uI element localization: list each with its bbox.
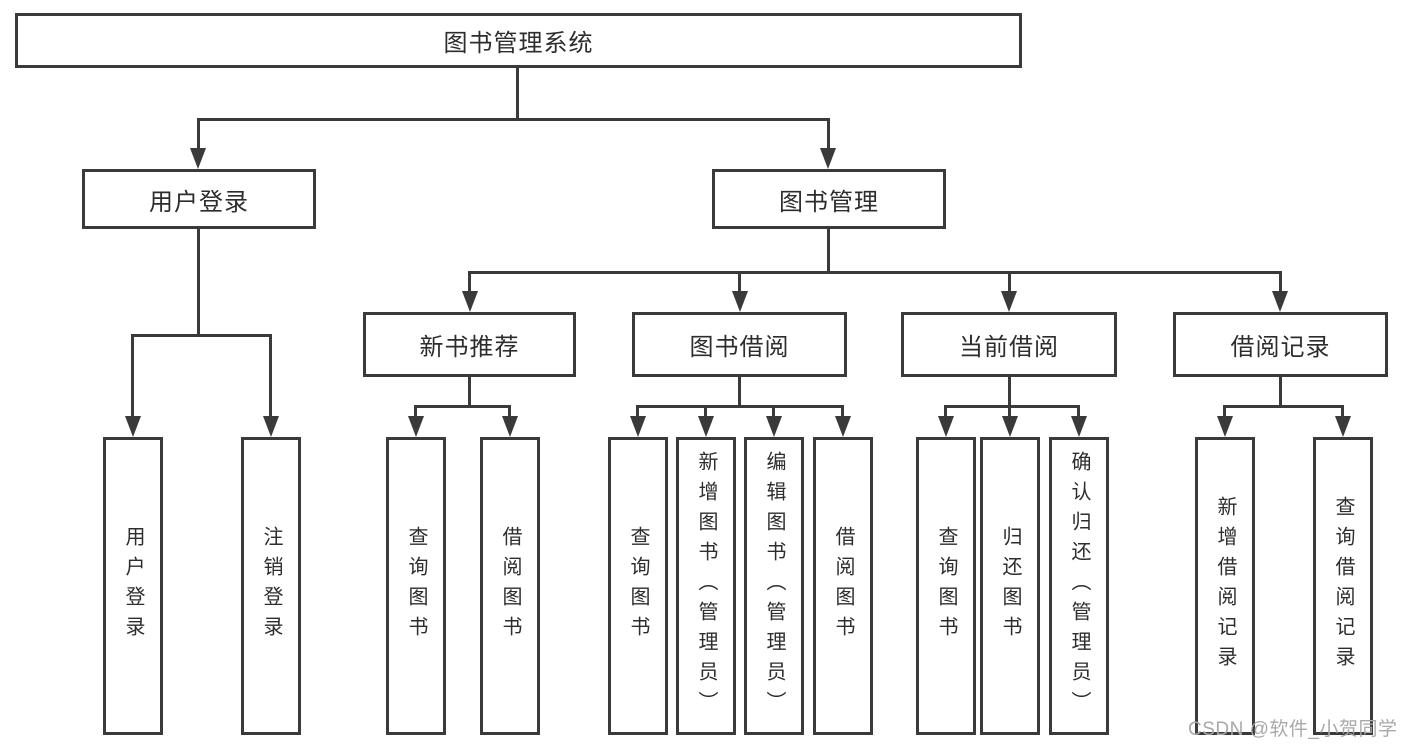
arrow-bb-add — [698, 416, 714, 437]
leaf-borrow-books-recommend: 借阅图书 — [480, 437, 540, 735]
csdn-watermark: CSDN @软件_小贺同学 — [1188, 719, 1398, 740]
leaf-query-books-current-label: 查询图书 — [935, 526, 957, 646]
leaf-add-borrow-record-label: 新增借阅记录 — [1214, 496, 1236, 676]
connector-drop-br-query — [1341, 405, 1344, 418]
connector-drop-bb-borrow — [841, 405, 844, 418]
connector-drop-bb-edit — [772, 405, 775, 418]
connector-drop-rec-query — [414, 405, 417, 418]
arrow-cb-confirm — [1071, 416, 1087, 437]
leaf-query-borrow-record-label: 查询借阅记录 — [1332, 496, 1354, 676]
node-user-login: 用户登录 — [82, 169, 316, 229]
leaf-return-book-label: 归还图书 — [999, 526, 1021, 646]
node-current-borrow: 当前借阅 — [901, 312, 1117, 377]
leaf-edit-book-admin: 编辑图书（管理员） — [744, 437, 804, 735]
node-borrow-records: 借阅记录 — [1173, 312, 1388, 377]
leaf-borrow-books-recommend-label: 借阅图书 — [499, 526, 521, 646]
node-library-system: 图书管理系统 — [15, 13, 1022, 68]
leaf-query-books-current: 查询图书 — [916, 437, 976, 735]
connector-drop-bb-add — [704, 405, 707, 418]
arrow-cb-query — [938, 416, 954, 437]
leaf-borrow-books-label: 借阅图书 — [832, 526, 854, 646]
leaf-confirm-return-admin-label: 确认归还（管理员） — [1068, 451, 1090, 721]
arrow-rec-borrow — [502, 416, 518, 437]
arrow-rec-query — [408, 416, 424, 437]
connector-drop-leaf-logout — [269, 334, 272, 419]
connector-records-branch — [1223, 405, 1344, 408]
connector-drop-recommend — [468, 271, 471, 293]
leaf-add-book-admin-label: 新增图书（管理员） — [695, 451, 717, 721]
connector-recommend-branch — [414, 405, 511, 408]
leaf-query-books-borrow: 查询图书 — [608, 437, 668, 735]
arrow-cb-return — [1002, 416, 1018, 437]
leaf-query-books-recommend: 查询图书 — [386, 437, 446, 735]
arrow-bb-edit — [766, 416, 782, 437]
connector-drop-user-login — [197, 119, 200, 149]
connector-drop-leaf-user-login — [131, 334, 134, 419]
node-book-borrow: 图书借阅 — [632, 312, 847, 377]
arrow-br-query — [1335, 416, 1351, 437]
leaf-user-login: 用户登录 — [103, 437, 163, 735]
node-new-book-recommend: 新书推荐 — [363, 312, 576, 377]
connector-drop-current — [1008, 271, 1011, 293]
connector-current-stem — [1008, 377, 1011, 407]
arrow-current — [1001, 291, 1017, 312]
leaf-confirm-return-admin: 确认归还（管理员） — [1049, 437, 1109, 735]
connector-drop-book-mgmt — [827, 119, 830, 149]
connector-drop-rec-borrow — [508, 405, 511, 418]
arrow-br-add — [1217, 416, 1233, 437]
connector-drop-bb-query — [636, 405, 639, 418]
arrow-leaf-user-login — [125, 416, 141, 437]
leaf-query-books-recommend-label: 查询图书 — [405, 526, 427, 646]
arrow-records — [1272, 291, 1288, 312]
arrow-leaf-logout — [263, 416, 279, 437]
arrow-borrow — [732, 291, 748, 312]
arrow-recommend — [462, 291, 478, 312]
leaf-add-book-admin: 新增图书（管理员） — [676, 437, 736, 735]
connector-book-mgmt-stem — [827, 229, 830, 273]
leaf-logout-label: 注销登录 — [260, 526, 282, 646]
connector-drop-borrow — [738, 271, 741, 293]
connector-drop-cb-query — [944, 405, 947, 418]
leaf-query-books-borrow-label: 查询图书 — [627, 526, 649, 646]
connector-recommend-stem — [468, 377, 471, 407]
leaf-user-login-label: 用户登录 — [122, 526, 144, 646]
connector-drop-cb-confirm — [1077, 405, 1080, 418]
leaf-add-borrow-record: 新增借阅记录 — [1195, 437, 1255, 735]
arrow-book-mgmt — [820, 148, 836, 169]
connector-borrow-branch — [636, 405, 844, 408]
connector-root-stem — [516, 68, 519, 120]
connector-drop-records — [1279, 271, 1282, 293]
leaf-query-borrow-record: 查询借阅记录 — [1313, 437, 1373, 735]
connector-current-branch — [944, 405, 1080, 408]
connector-user-login-stem — [197, 229, 200, 336]
connector-book-mgmt-branch — [468, 271, 1281, 274]
leaf-logout: 注销登录 — [241, 437, 301, 735]
leaf-return-book: 归还图书 — [980, 437, 1040, 735]
arrow-bb-borrow — [835, 416, 851, 437]
connector-drop-br-add — [1223, 405, 1226, 418]
arrow-user-login — [190, 148, 206, 169]
connector-borrow-stem — [738, 377, 741, 407]
connector-records-stem — [1279, 377, 1282, 407]
arrow-bb-query — [630, 416, 646, 437]
leaf-borrow-books: 借阅图书 — [813, 437, 873, 735]
connector-root-branch — [197, 118, 830, 121]
connector-drop-cb-return — [1008, 405, 1011, 418]
leaf-edit-book-admin-label: 编辑图书（管理员） — [763, 451, 785, 721]
connector-user-login-branch — [131, 334, 272, 337]
node-book-management: 图书管理 — [712, 169, 946, 229]
